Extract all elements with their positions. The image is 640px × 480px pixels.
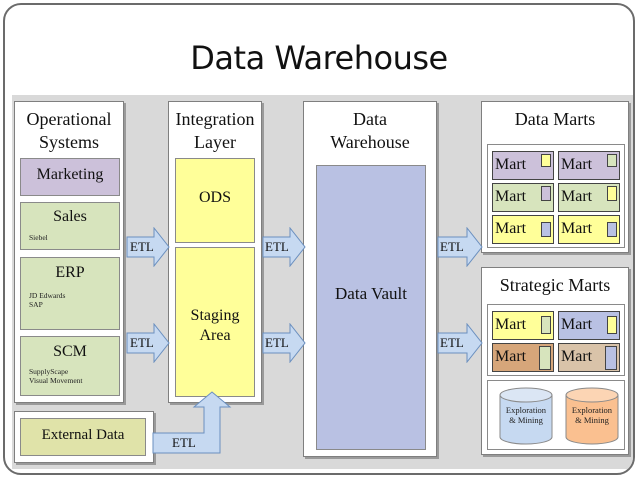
data-mart-4: Mart: [558, 183, 620, 212]
data-mart-1-label: Mart: [495, 156, 527, 173]
source-sales-label: Sales: [53, 208, 87, 225]
diagram-body: Operational Systems Marketing Sales Sieb…: [12, 95, 633, 469]
data-marts-group: Mart Mart Mart Mart Mart: [487, 144, 625, 248]
exploration-cylinder-orange-icon: [565, 387, 619, 445]
strategic-mart-2-label: Mart: [561, 316, 593, 333]
data-vault-box: Data Vault: [316, 165, 426, 450]
strategic-mart-3-label: Mart: [495, 348, 527, 365]
data-mart-6-label: Mart: [561, 220, 593, 237]
data-mart-4-label: Mart: [561, 188, 593, 205]
staging-area-label: Staging Area: [190, 307, 240, 344]
strategic-mart-1-notch: [541, 316, 551, 334]
data-mart-1-notch: [541, 154, 551, 167]
source-marketing: Marketing: [20, 158, 120, 196]
external-data-label: External Data: [41, 427, 125, 443]
data-marts-panel: Data Marts Mart Mart Mart Mart: [481, 101, 629, 253]
strategic-marts-group: Mart Mart Mart Mart: [487, 304, 625, 376]
source-sales: Sales Siebel: [20, 202, 120, 250]
etl-arrow-2: [126, 323, 170, 363]
diagram-title: Data Warehouse: [190, 39, 448, 77]
external-data-panel: External Data: [14, 411, 154, 463]
etl-arrow-4: [262, 323, 306, 363]
data-mart-3-label: Mart: [495, 188, 527, 205]
etl-arrow-4-label: ETL: [265, 335, 289, 350]
etl-arrow-3: [262, 227, 306, 267]
etl-arrow-6-label: ETL: [440, 335, 464, 350]
strategic-mart-4: Mart: [558, 343, 620, 372]
source-scm-sub: SupplyScape Visual Movement: [29, 367, 83, 385]
data-marts-title: Data Marts: [514, 109, 596, 129]
ods-label: ODS: [198, 189, 231, 206]
operational-systems-panel: Operational Systems Marketing Sales Sieb…: [14, 101, 124, 403]
exploration-label-2: Exploration & Mining: [571, 405, 613, 425]
source-sales-sub: Siebel: [29, 233, 48, 242]
operational-systems-title: Operational Systems: [26, 109, 112, 152]
strategic-mart-3-notch: [539, 346, 551, 370]
data-warehouse-panel: Data Warehouse Data Vault: [303, 101, 437, 457]
strategic-mart-4-notch: [605, 346, 617, 370]
source-erp: ERP JD Edwards SAP: [20, 257, 120, 330]
source-scm: SCM SupplyScape Visual Movement: [20, 336, 120, 396]
data-mart-2-label: Mart: [561, 156, 593, 173]
strategic-mart-1: Mart: [492, 311, 554, 340]
data-mart-6-notch: [607, 222, 617, 237]
etl-arrow-1: [126, 227, 170, 267]
strategic-marts-panel: Strategic Marts Mart Mart Mart Mart: [481, 267, 629, 455]
strategic-mart-1-label: Mart: [495, 316, 527, 333]
data-mart-5-label: Mart: [495, 220, 527, 237]
strategic-mart-3: Mart: [492, 343, 554, 372]
exploration-label-1: Exploration & Mining: [505, 405, 547, 425]
diagram-frame: Data Warehouse Operational Systems Marke…: [3, 3, 635, 475]
data-vault-label: Data Vault: [335, 284, 407, 303]
etl-arrow-5: [437, 227, 483, 267]
etl-arrow-2-label: ETL: [130, 335, 154, 350]
integration-layer-title: Integration Layer: [175, 109, 255, 152]
data-mart-2-notch: [607, 154, 617, 167]
data-mart-1: Mart: [492, 151, 554, 180]
source-marketing-label: Marketing: [36, 166, 104, 183]
etl-arrow-1-label: ETL: [130, 239, 154, 254]
etl-arrow-external: [152, 391, 232, 454]
data-mart-4-notch: [607, 186, 617, 201]
data-mart-6: Mart: [558, 215, 620, 244]
etl-arrow-external-label: ETL: [172, 435, 196, 450]
data-mart-5-notch: [541, 222, 551, 237]
etl-arrow-6: [437, 323, 483, 363]
staging-area-box: Staging Area: [175, 247, 255, 397]
strategic-mart-2-notch: [607, 316, 617, 334]
strategic-mart-2: Mart: [558, 311, 620, 340]
exploration-cylinder-blue-icon: [499, 387, 553, 445]
etl-arrow-3-label: ETL: [265, 239, 289, 254]
data-mart-3-notch: [541, 186, 551, 201]
data-warehouse-title: Data Warehouse: [330, 109, 410, 152]
etl-arrow-5-label: ETL: [440, 239, 464, 254]
data-mart-2: Mart: [558, 151, 620, 180]
source-erp-label: ERP: [55, 264, 85, 281]
integration-layer-panel: Integration Layer ODS Staging Area: [168, 101, 262, 403]
data-mart-3: Mart: [492, 183, 554, 212]
source-erp-sub: JD Edwards SAP: [29, 291, 66, 309]
data-mart-5: Mart: [492, 215, 554, 244]
source-scm-label: SCM: [53, 343, 87, 360]
strategic-mart-4-label: Mart: [561, 348, 593, 365]
ods-box: ODS: [175, 158, 255, 243]
exploration-group: Exploration & Mining Exploration & Minin…: [487, 380, 625, 450]
strategic-marts-title: Strategic Marts: [499, 275, 611, 295]
external-data-box: External Data: [20, 418, 146, 456]
